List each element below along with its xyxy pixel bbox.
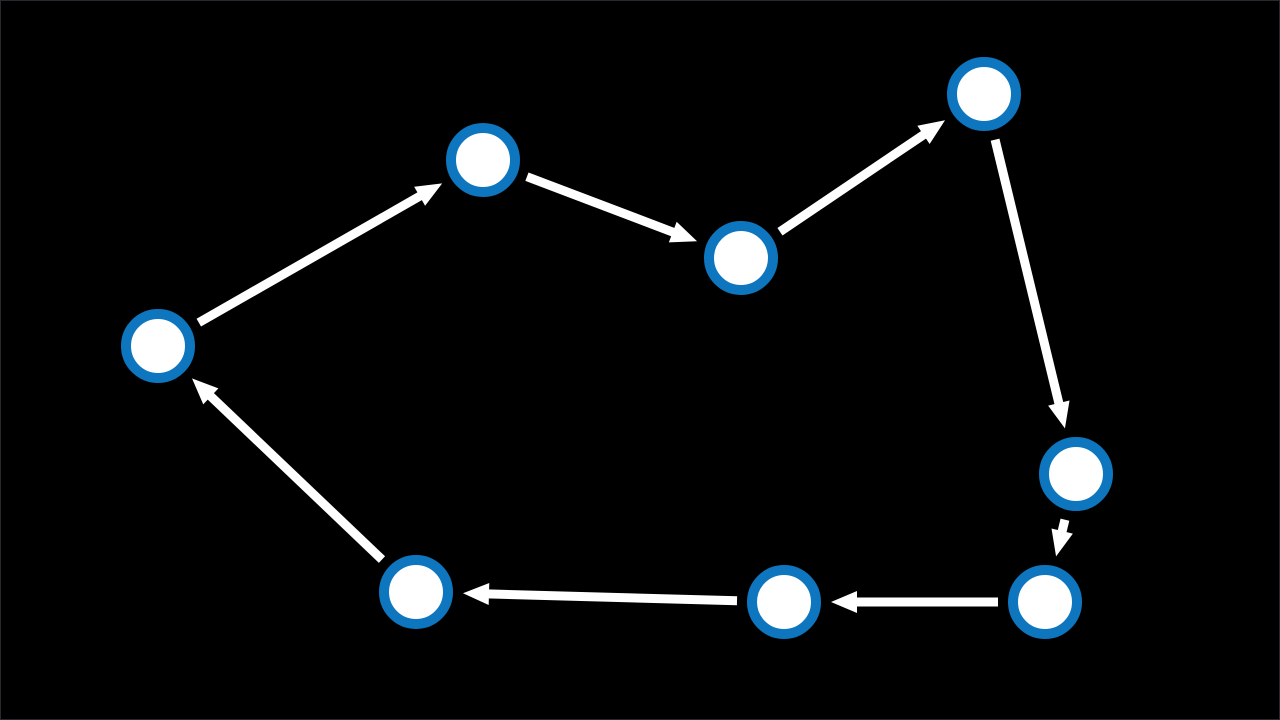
graph-node-bottom-left (379, 555, 453, 629)
arrowhead-icon (192, 378, 219, 405)
graph-node-right (1039, 437, 1113, 511)
graph-node-middle (704, 221, 778, 295)
edge-shaft (777, 129, 928, 236)
graph-node-bottom-middle (747, 565, 821, 639)
graph-edge-node-bottom-right-to-node-bottom-middle (831, 591, 998, 613)
graph-node-left (121, 309, 195, 383)
graph-edge-node-upper-left-to-node-middle (525, 172, 698, 243)
arrowhead-icon (917, 120, 946, 144)
edge-shaft (486, 589, 738, 606)
graph-edge-node-middle-to-node-top-right (777, 120, 946, 236)
arrowhead-icon (831, 591, 857, 613)
graph-edge-node-left-to-node-upper-left (196, 183, 443, 327)
arrowhead-icon (1048, 400, 1070, 429)
arrowhead-icon (668, 221, 698, 243)
arrowhead-icon (414, 183, 443, 206)
graph-edge-node-bottom-left-to-node-left (192, 378, 386, 563)
edge-shaft (206, 391, 386, 563)
graph-node-upper-left (446, 123, 520, 197)
graph-edge-node-bottom-middle-to-node-bottom-left (462, 582, 738, 606)
graph-node-bottom-right (1008, 565, 1082, 639)
graph-node-top-right (947, 57, 1021, 131)
edge-shaft (525, 172, 677, 237)
edge-shaft (196, 191, 424, 327)
graph-edge-node-top-right-to-node-right (990, 138, 1070, 429)
arrowhead-icon (1051, 528, 1073, 557)
arrowhead-icon (462, 582, 490, 605)
edge-shaft (1057, 518, 1070, 535)
graph-edge-node-right-to-node-bottom-right (1051, 518, 1073, 557)
edge-shaft (990, 138, 1064, 407)
